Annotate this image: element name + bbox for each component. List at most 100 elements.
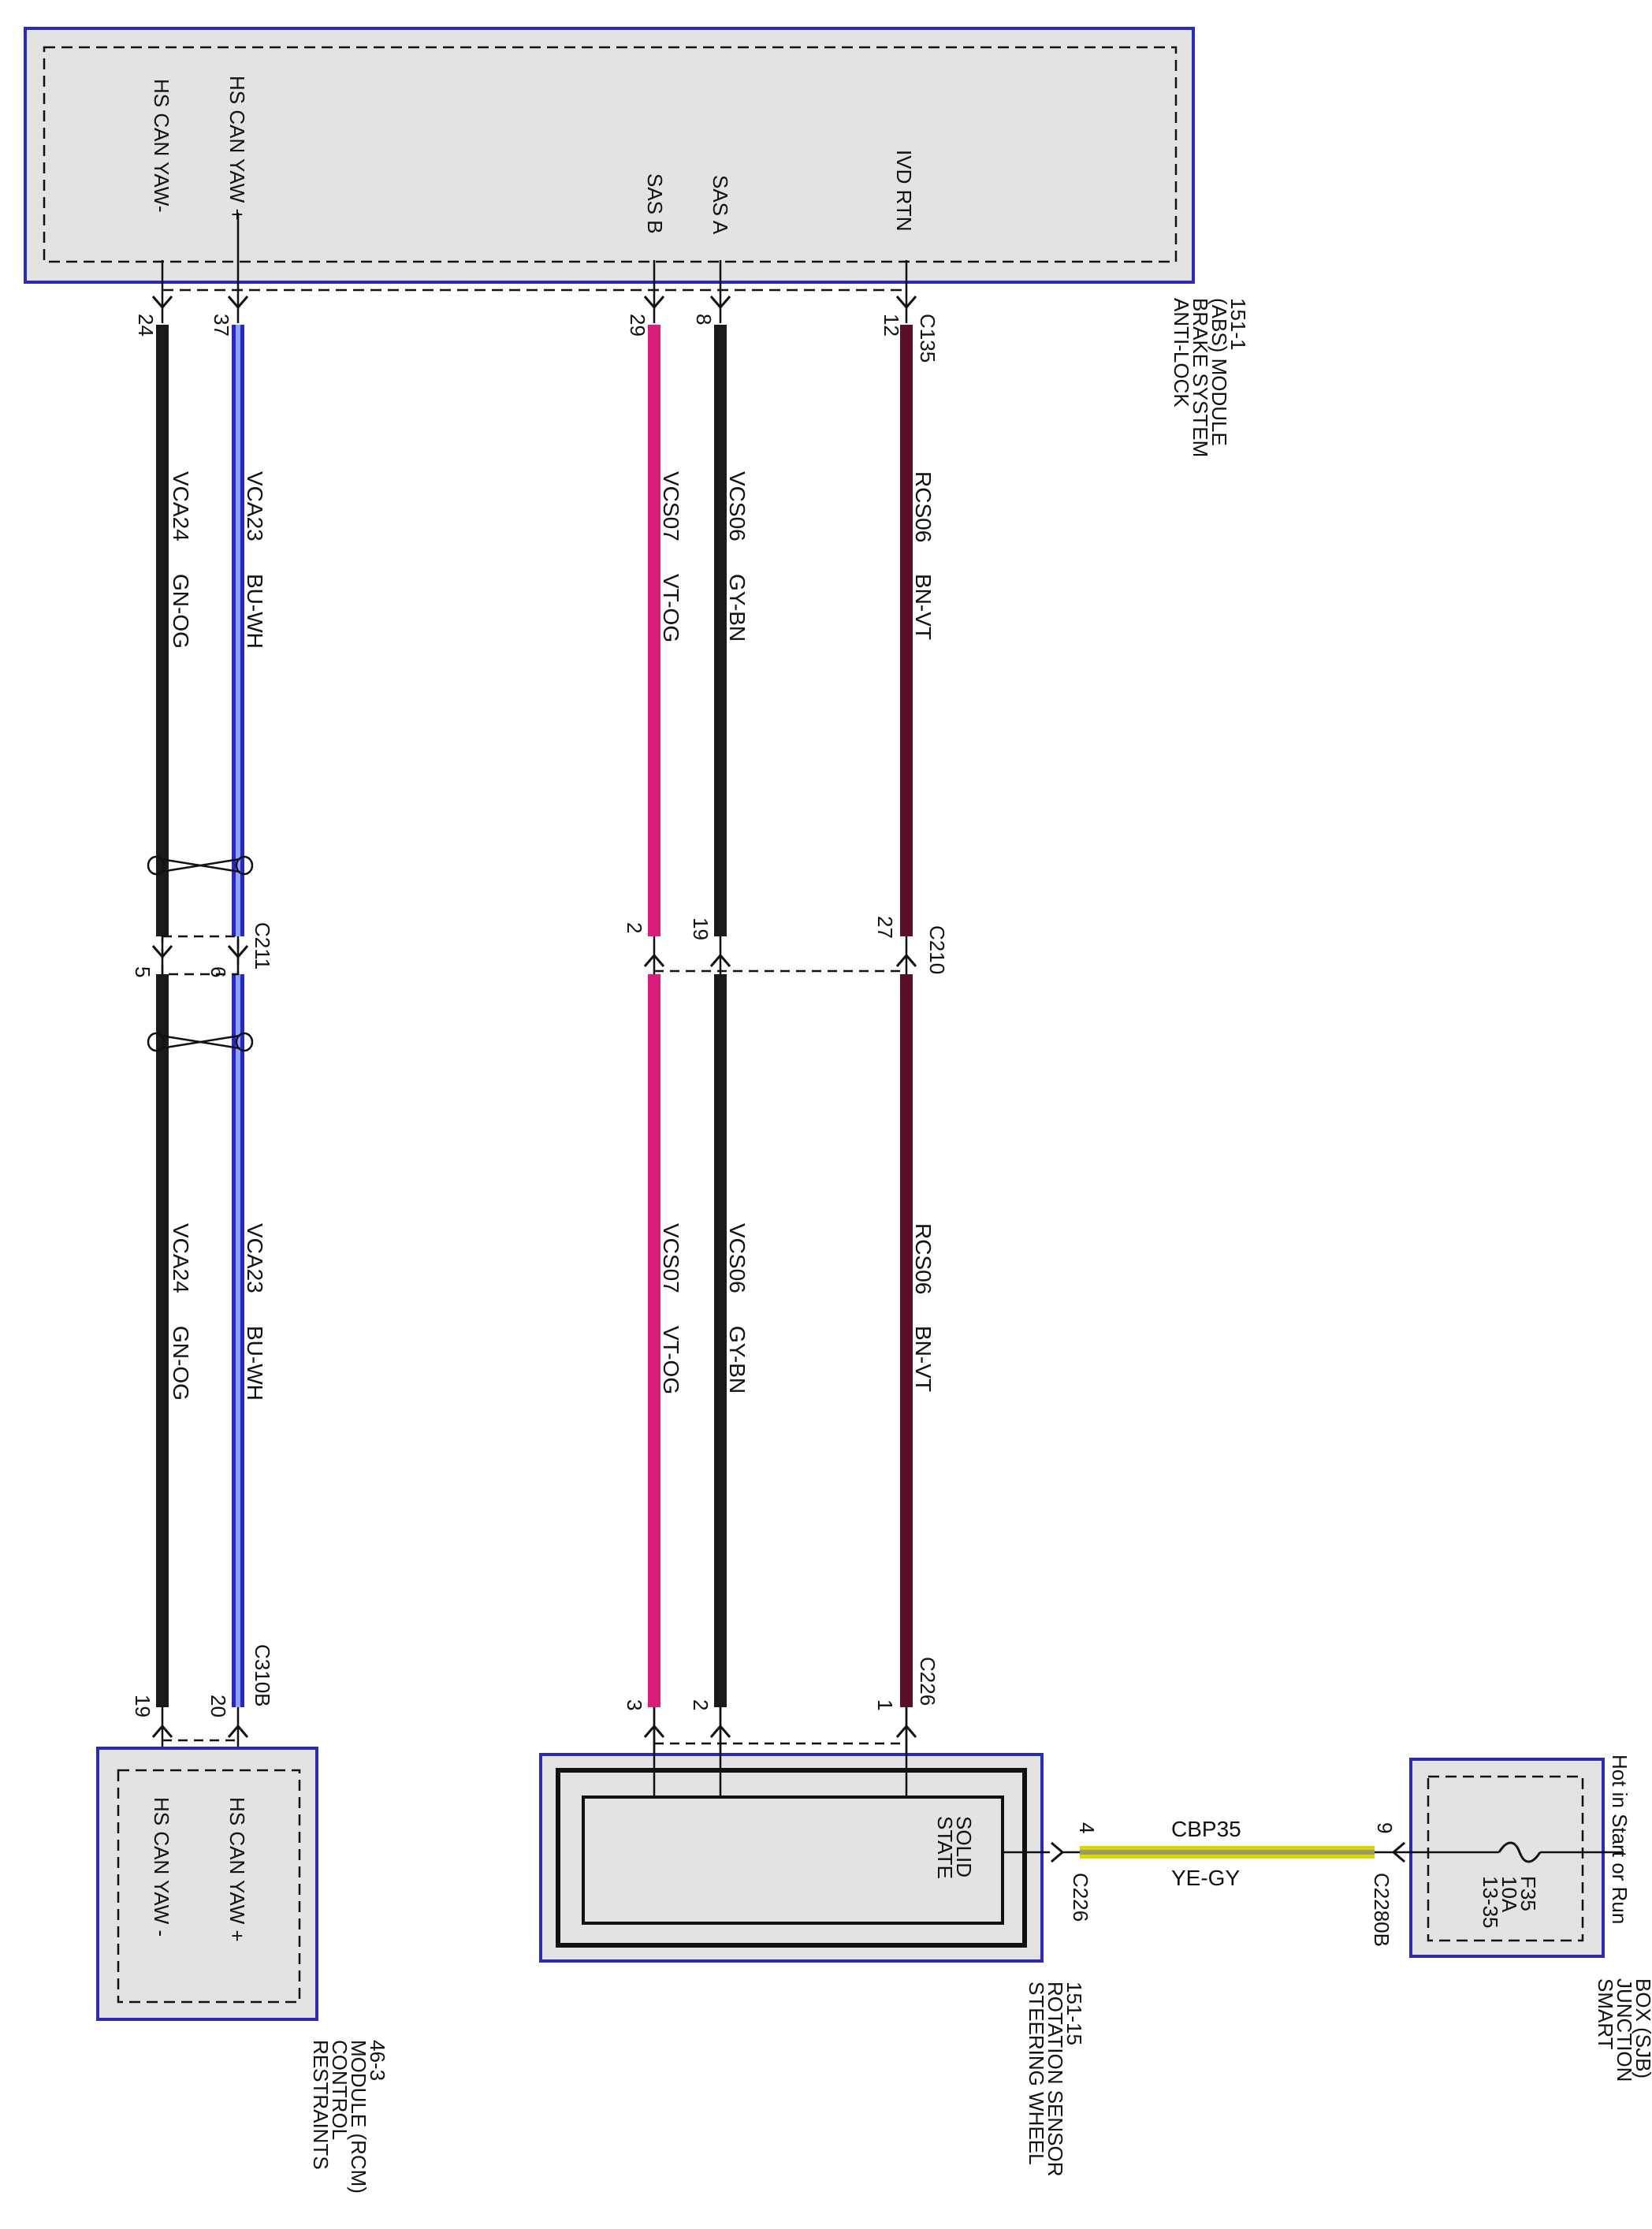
abs-name-line-2: BRAKE SYSTEM — [1189, 298, 1212, 457]
label-bn-vt-top: BN-VT — [911, 574, 936, 640]
label-ye-gy: YE-GY — [1171, 1866, 1240, 1890]
c135-arrows — [151, 296, 917, 310]
rcm-module: HS CAN YAW - HS CAN YAW + — [96, 1747, 318, 2021]
smart-junction-box: F35 10A 13-35 Hot in Start or Run — [1395, 1755, 1632, 1958]
label-bu-wh-bottom: BU-WH — [243, 1326, 267, 1401]
c210-pin-27: 27 — [873, 916, 897, 939]
label-vcs07-top: VCS07 — [659, 471, 683, 541]
sensor-name-line-3: 151-15 — [1062, 1982, 1086, 2045]
fuse-icon — [1498, 1841, 1542, 1863]
c211-pin-5: 5 — [131, 966, 154, 977]
label-gn-og-top: GN-OG — [169, 574, 193, 649]
label-gn-og-bottom: GN-OG — [169, 1326, 193, 1401]
label-bn-vt-bottom: BN-VT — [911, 1326, 936, 1392]
solid-state-line-1: SOLID — [952, 1816, 976, 1877]
rcm-name-line-1: RESTRAINTS — [309, 2040, 333, 2170]
abs-module: HS CAN YAW- HS CAN YAW + SAS B SAS A IVD… — [24, 27, 1195, 284]
abs-name-line-1: ANTI-LOCK — [1170, 298, 1193, 407]
cbp35-circuit: CBP35 YE-GY 4 C226 9 C2280B — [1051, 1817, 1405, 1947]
sensor-name-line-1: STEERING WHEEL — [1025, 1982, 1048, 2165]
fuse-13-35: 13-35 — [1479, 1876, 1502, 1929]
wire-vcs06 — [714, 325, 727, 1707]
sjb-name-line-1: SMART — [1594, 1978, 1617, 2050]
c210-connector: C210 2 19 27 — [623, 916, 949, 974]
twisted-pair-bottom — [147, 1032, 254, 1052]
abs-pin-sas-b: SAS B — [643, 173, 667, 234]
hot-in-start-or-run: Hot in Start or Run — [1608, 1755, 1632, 1924]
sjb-name-line-3: BOX (SJB) — [1632, 1978, 1652, 2078]
abs-module-name: ANTI-LOCK BRAKE SYSTEM (ABS) MODULE 151-… — [1170, 298, 1250, 457]
abs-pin-ivd-rtn: IVD RTN — [892, 150, 916, 232]
twisted-pair-top — [147, 855, 254, 876]
wire-vca23 — [232, 325, 244, 1707]
sjb-name-line-4: 11-3 — [1650, 1978, 1652, 2018]
c135-connector: C135 24 37 29 8 12 — [134, 288, 939, 363]
abs-pin-number-29: 29 — [626, 314, 649, 337]
wire-rcs06 — [900, 325, 913, 1707]
label-cbp35: CBP35 — [1171, 1817, 1241, 1841]
label-vcs07-bottom: VCS07 — [659, 1223, 683, 1293]
c211-pin-6: 6 — [206, 966, 230, 977]
abs-pin-number-12: 12 — [880, 314, 903, 337]
c310b-pin-20: 20 — [206, 1695, 230, 1717]
wire-labels-bottom: VCA24 GN-OG VCA23 BU-WH VCS07 VT-OG VCS0… — [169, 1223, 936, 1401]
rcm-name-line-2: CONTROL — [328, 2040, 352, 2140]
abs-name-line-3: (ABS) MODULE — [1207, 298, 1231, 446]
c226-pin-2: 2 — [689, 1699, 713, 1710]
wire-labels-top: VCA24 GN-OG VCA23 BU-WH VCS07 VT-OG VCS0… — [169, 471, 936, 649]
rcm-pin-hs-can-yaw-plus: HS CAN YAW + — [225, 1797, 249, 1942]
c226-label-top: C226 — [916, 1657, 939, 1706]
label-vcs06-bottom: VCS06 — [725, 1223, 750, 1293]
abs-pin-sas-a: SAS A — [709, 175, 732, 235]
label-bu-wh-top: BU-WH — [243, 574, 267, 649]
c2280b-pin-9: 9 — [1373, 1822, 1397, 1833]
c135-label: C135 — [916, 314, 939, 363]
label-rcs06-top: RCS06 — [911, 471, 936, 542]
sjb-name: SMART JUNCTION BOX (SJB) 11-3 — [1594, 1978, 1652, 2082]
label-vcs06-top: VCS06 — [725, 471, 750, 541]
abs-pin-hs-can-yaw-minus: HS CAN YAW- — [150, 79, 173, 213]
rcm-name-line-3: MODULE (RCM) — [347, 2040, 370, 2194]
rcm-name-line-4: 46-3 — [366, 2040, 389, 2081]
c310b-label: C310B — [251, 1644, 274, 1707]
c211-label: C211 — [251, 922, 274, 969]
steering-wheel-rotation-sensor: SOLID STATE — [539, 1707, 1050, 1963]
label-vt-og-bottom: VT-OG — [659, 1326, 683, 1394]
abs-pin-number-8: 8 — [692, 314, 716, 325]
label-rcs06-bottom: RCS06 — [911, 1223, 936, 1294]
label-vt-og-top: VT-OG — [659, 574, 683, 642]
label-vca24-bottom: VCA24 — [169, 1223, 193, 1293]
wire-vcs07 — [648, 325, 660, 1707]
sensor-name-line-2: ROTATION SENSOR — [1044, 1982, 1067, 2177]
c210-label: C210 — [925, 925, 949, 974]
c226-pin-1: 1 — [873, 1699, 897, 1710]
abs-name-line-4: 151-1 — [1226, 298, 1250, 351]
label-vca23-top: VCA23 — [243, 471, 267, 541]
label-vca24-top: VCA24 — [169, 471, 193, 541]
rcm-module-name: RESTRAINTS CONTROL MODULE (RCM) 46-3 — [309, 2040, 389, 2194]
fuse-10a: 10A — [1498, 1876, 1521, 1913]
abs-leads — [161, 213, 908, 323]
fuse-f35: F35 — [1516, 1876, 1540, 1911]
c210-pin-19: 19 — [689, 917, 713, 940]
c226-label-side: C226 — [1069, 1873, 1092, 1922]
c210-pin-2: 2 — [623, 922, 646, 933]
rcm-pin-hs-can-yaw-minus: HS CAN YAW - — [150, 1797, 173, 1937]
c211-connector: C211 5 6 — [131, 922, 274, 977]
c2280b-label: C2280B — [1370, 1873, 1393, 1947]
abs-pin-number-24: 24 — [134, 314, 158, 337]
abs-pin-hs-can-yaw-plus: HS CAN YAW + — [225, 76, 249, 221]
c310b-connector: C310B 19 20 — [131, 1644, 274, 1766]
label-gy-bn-top: GY-BN — [725, 574, 750, 642]
wire-vca24 — [156, 325, 169, 1707]
abs-pin-number-37: 37 — [210, 314, 233, 337]
c226-pin-3: 3 — [623, 1699, 646, 1710]
label-vca23-bottom: VCA23 — [243, 1223, 267, 1293]
sjb-name-line-2: JUNCTION — [1613, 1978, 1636, 2082]
c310b-pin-19: 19 — [131, 1695, 154, 1717]
label-gy-bn-bottom: GY-BN — [725, 1326, 750, 1394]
solid-state-line-2: STATE — [933, 1816, 957, 1879]
c226-pin-4: 4 — [1075, 1822, 1099, 1833]
sensor-name: STEERING WHEEL ROTATION SENSOR 151-15 — [1025, 1982, 1086, 2177]
